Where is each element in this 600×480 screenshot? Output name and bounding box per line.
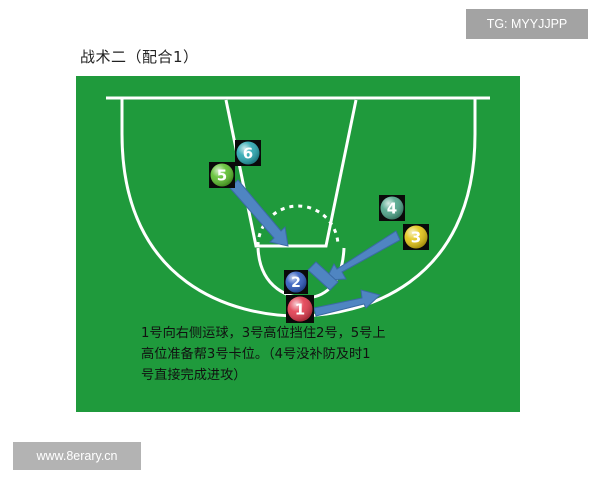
watermark-bottom: www.8erary.cn <box>13 442 141 470</box>
player-4-number: 4 <box>387 200 397 218</box>
player-3: 3 <box>403 224 429 250</box>
basketball-court: 5 6 4 3 2 1 <box>76 76 520 412</box>
caption-line-2: 高位准备帮3号卡位。（4号没补防及时1 <box>141 347 371 362</box>
player-1: 1 <box>286 295 314 323</box>
dribble-arrow-player-1 <box>313 289 382 317</box>
player-5-number: 5 <box>217 167 227 185</box>
watermark-top: TG: MYYJJPP <box>466 9 588 39</box>
play-description: 1号向右侧运球，3号高位挡住2号，5号上 高位准备帮3号卡位。（4号没补防及时1… <box>141 323 471 386</box>
move-arrow-player-5 <box>229 179 289 247</box>
screen-block-player-2 <box>307 261 339 291</box>
paint-lane <box>224 99 358 248</box>
screen-arrow-player-3 <box>325 230 401 281</box>
free-throw-circle-dashed <box>256 204 340 247</box>
player-2: 2 <box>284 270 308 294</box>
player-6-number: 6 <box>243 145 253 163</box>
player-2-number: 2 <box>291 275 301 291</box>
player-3-number: 3 <box>411 229 421 247</box>
page-title: 战术二（配合1） <box>80 48 199 66</box>
court-diagram: 5 6 4 3 2 1 <box>76 76 520 412</box>
player-6: 6 <box>235 140 261 166</box>
player-4: 4 <box>379 195 405 221</box>
player-5: 5 <box>209 162 235 188</box>
caption-line-3: 号直接完成进攻） <box>141 368 247 383</box>
caption-line-1: 1号向右侧运球，3号高位挡住2号，5号上 <box>141 326 386 341</box>
player-1-number: 1 <box>295 301 305 319</box>
